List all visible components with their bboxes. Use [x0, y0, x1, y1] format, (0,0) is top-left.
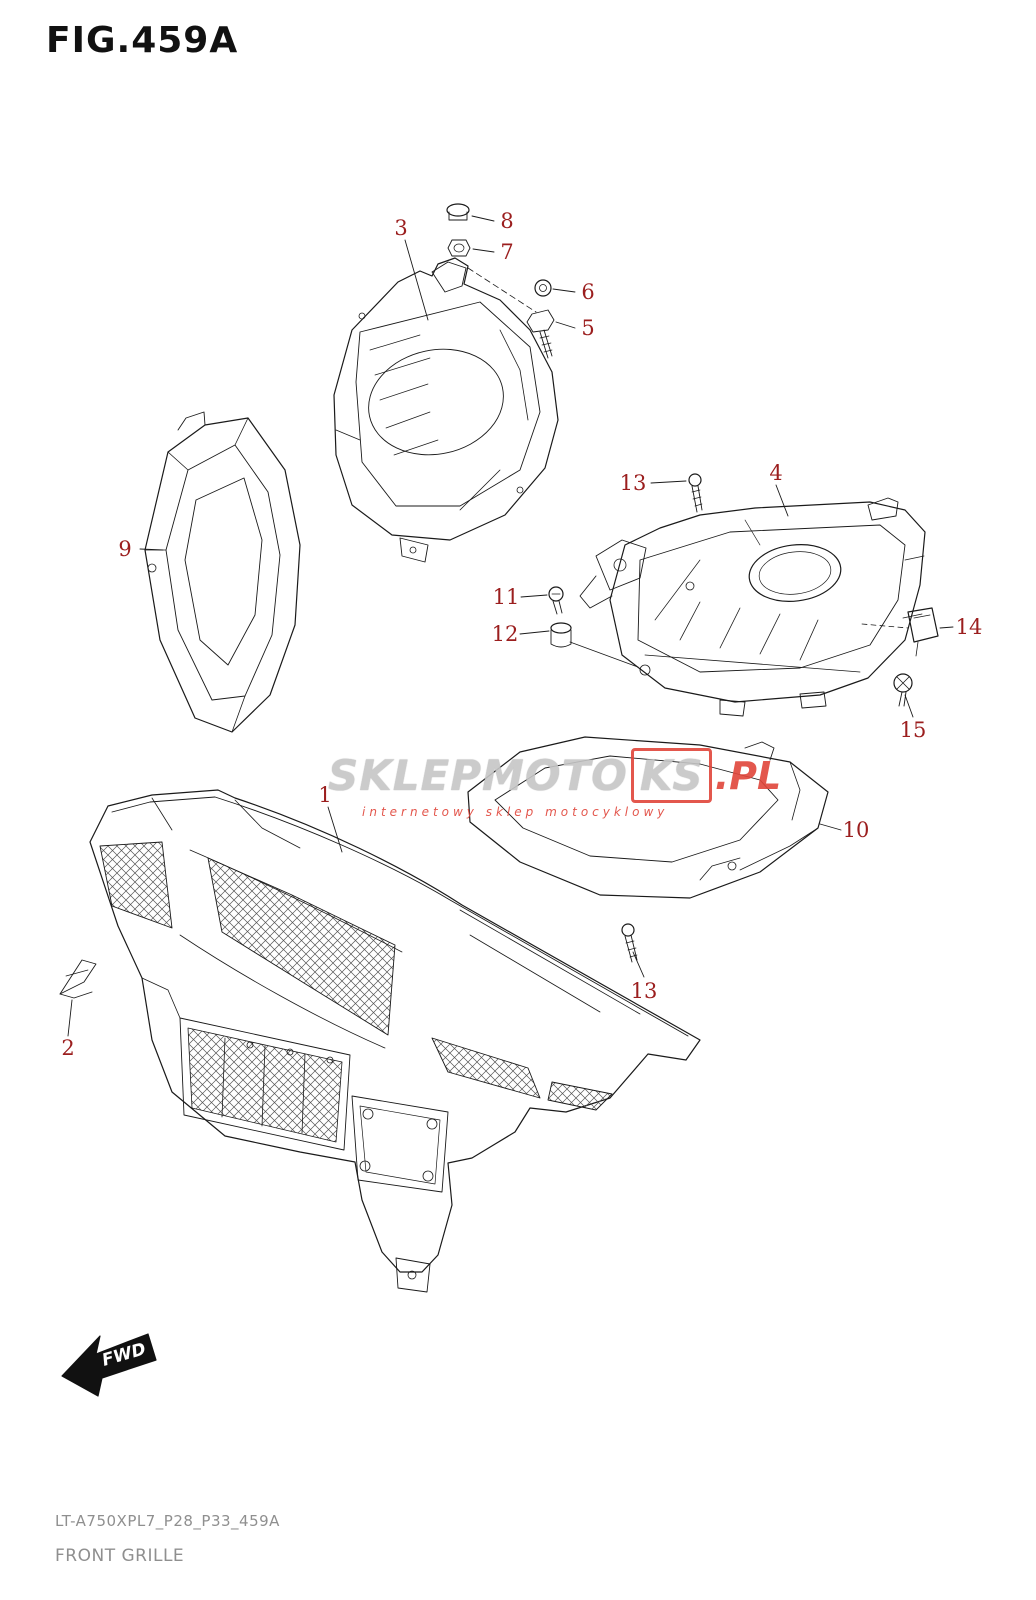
part-label-14: 14	[955, 615, 983, 639]
part-label-4: 4	[769, 461, 783, 485]
part-label-8: 8	[500, 209, 514, 233]
part-8-grommet	[446, 203, 470, 221]
figure-title: FIG.459A	[46, 20, 239, 61]
part-label-10: 10	[842, 818, 870, 842]
part-11-screw	[548, 586, 564, 615]
part-label-12: 12	[491, 622, 519, 646]
part-5-bolt	[526, 309, 555, 359]
part-2-emblem	[59, 959, 97, 999]
part-3-headlight-housing	[333, 257, 559, 563]
part-label-15: 15	[899, 718, 927, 742]
part-label-1: 1	[318, 783, 332, 807]
part-10-upper-bezel	[467, 736, 829, 899]
part-12-grommet	[550, 622, 572, 648]
part-1-front-grille	[89, 789, 701, 1293]
part-label-11: 11	[492, 585, 520, 609]
fwd-arrow: FWD	[61, 1333, 157, 1397]
part-label-3: 3	[394, 216, 408, 240]
part-label-13-top: 13	[619, 471, 647, 495]
part-label-5: 5	[581, 316, 595, 340]
part-6-washer	[534, 279, 552, 297]
footer-part-code: LT-A750XPL7_P28_P33_459A	[55, 1512, 280, 1530]
part-13-screw-bottom	[621, 923, 638, 963]
assembly-axis-line-3-5	[467, 267, 537, 313]
leader-lines	[67, 215, 954, 1037]
part-7-nut	[447, 239, 471, 257]
part-9-left-bezel	[144, 411, 301, 733]
leader-line-12-to-part4	[569, 641, 639, 668]
part-label-6: 6	[581, 280, 595, 304]
part-15-clip	[893, 673, 913, 707]
part-label-2: 2	[61, 1036, 75, 1060]
part-label-7: 7	[500, 240, 514, 264]
footer-figure-name: FRONT GRILLE	[55, 1546, 185, 1566]
part-label-9: 9	[118, 537, 132, 561]
part-13-screw-top	[688, 473, 703, 513]
part-14-bracket	[861, 607, 939, 657]
part-4-housing-assembly	[579, 497, 926, 717]
part-label-13-bottom: 13	[630, 979, 658, 1003]
